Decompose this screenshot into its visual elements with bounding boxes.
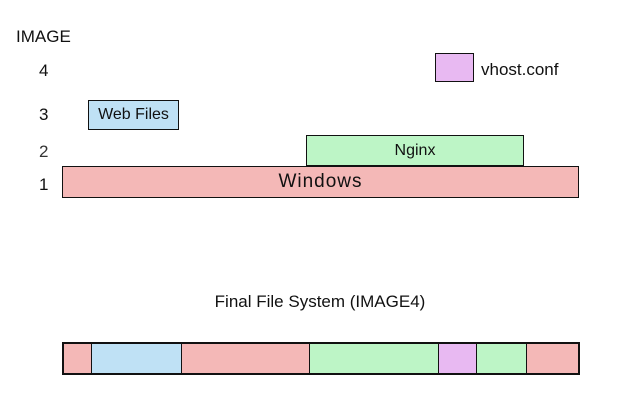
layer-nginx: Nginx [306,135,524,166]
final-file-system-bar [62,342,580,375]
layer-web-files: Web Files [88,100,179,130]
segment-nginx [309,344,438,373]
layer-nginx-label: Nginx [394,141,436,159]
segment-windows [181,344,309,373]
segment-web-files [91,344,181,373]
segment-nginx [476,344,526,373]
layer-windows-label: Windows [278,171,363,192]
image-axis-title: IMAGE [16,27,71,46]
final-file-system-title: Final File System (IMAGE4) [214,292,426,311]
image-level-4: 4 [39,61,49,80]
segment-windows [526,344,578,373]
layer-windows: Windows [62,166,579,198]
image-level-1: 1 [39,175,49,194]
layer-vhost-conf-label: vhost.conf [481,60,559,79]
layer-vhost-conf [435,53,474,82]
segment-vhost-conf [438,344,476,373]
segment-windows [64,344,91,373]
image-level-3: 3 [39,105,49,124]
image-level-2: 2 [39,142,49,161]
layer-web-files-label: Web Files [98,106,169,123]
